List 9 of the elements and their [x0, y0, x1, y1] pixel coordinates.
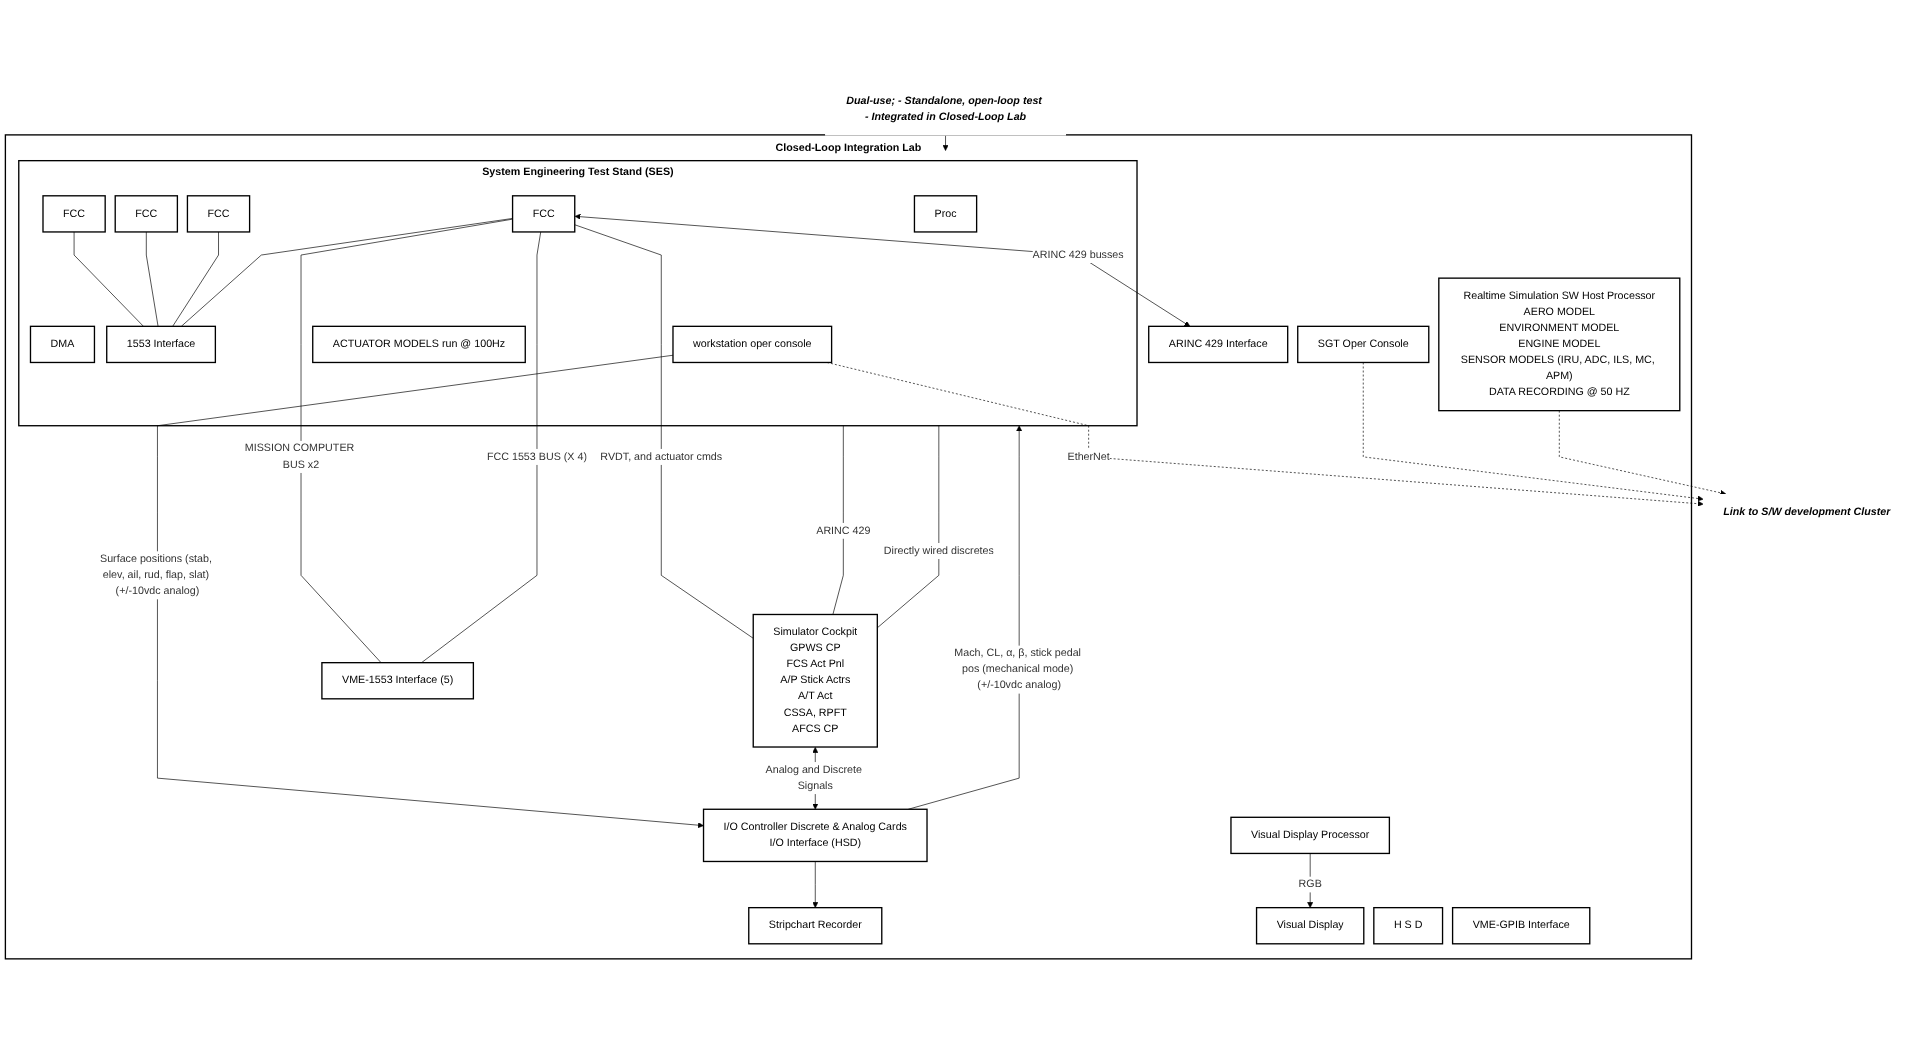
connector: [145, 231, 159, 327]
connector: [73, 231, 144, 327]
connector: [300, 218, 513, 663]
connector: [421, 231, 542, 663]
connector: [574, 224, 754, 639]
connector: [172, 231, 219, 327]
connector: [832, 425, 844, 615]
connector: [181, 217, 513, 327]
connector: [876, 425, 940, 629]
